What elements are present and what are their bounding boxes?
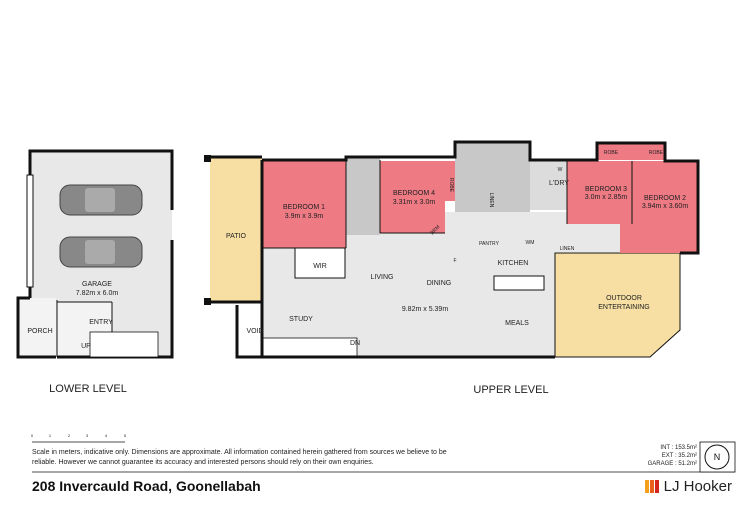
- robe-label: ROBE: [448, 178, 454, 193]
- entry-label: ENTRY: [89, 319, 113, 326]
- bedroom-4-dims: 3.31m x 3.0m: [393, 199, 436, 206]
- void-label: VOID: [246, 328, 263, 335]
- lower-level-plan: GARAGE 7.82m x 6.0m PORCH ENTRY UP LOWER…: [16, 149, 174, 395]
- scale-tick: 4: [105, 433, 108, 438]
- laundry-label: L'DRY: [549, 180, 569, 187]
- fridge-label: F: [453, 258, 456, 264]
- area-garage: GARAGE : 51.2m²: [647, 461, 697, 467]
- w-label: W: [558, 167, 563, 173]
- upper-level-title: UPPER LEVEL: [473, 384, 548, 396]
- bedroom-1: [262, 160, 346, 248]
- brand-logo: LJ Hooker: [644, 478, 732, 495]
- scale-tick: 1: [49, 433, 52, 438]
- scale-tick: 5: [124, 433, 127, 438]
- area-summary: INT : 153.5m² EXT : 35.2m² GARAGE : 51.2…: [648, 444, 697, 468]
- main-dims: 9.82m x 5.39m: [402, 306, 448, 313]
- car-icon: [59, 236, 143, 268]
- wir-label: WIR: [313, 263, 327, 270]
- logo-bars-icon: [644, 480, 659, 493]
- stairs-down: [261, 337, 358, 358]
- scale-bar: 0 1 2 3 4 5: [31, 433, 127, 443]
- patio-label: PATIO: [226, 233, 247, 240]
- bedroom-1-label: BEDROOM 1: [283, 204, 325, 211]
- linen-2-label: LINEN: [560, 246, 575, 252]
- wm-label: WM: [526, 240, 535, 246]
- bedroom-4-label: BEDROOM 4: [393, 190, 435, 197]
- garage-label: GARAGE: [82, 281, 112, 288]
- svg-text:N: N: [714, 452, 721, 462]
- upper-level-plan: PATIO BEDROOM 1 3.9m x 3.9m BEDROOM 4 3.…: [204, 140, 700, 396]
- up-label: UP: [81, 343, 91, 350]
- kitchen-label: KITCHEN: [498, 260, 529, 267]
- area-int: INT : 153.5m²: [660, 445, 697, 451]
- area-ext: EXT : 35.2m²: [661, 453, 697, 459]
- car-icon: [59, 184, 143, 216]
- stairs-up: [89, 331, 159, 358]
- robe-3-label: ROBE: [649, 150, 664, 156]
- brand-name: LJ Hooker: [663, 478, 732, 495]
- bedroom-2-label: BEDROOM 2: [644, 195, 686, 202]
- compass-icon: N: [699, 441, 736, 473]
- living-label: LIVING: [371, 274, 394, 281]
- bedroom-2: [620, 161, 698, 253]
- bedroom-4: [380, 161, 445, 233]
- scale-tick: 2: [68, 433, 71, 438]
- meals-label: MEALS: [505, 320, 529, 327]
- entertaining-label: ENTERTAINING: [598, 304, 649, 311]
- property-address: 208 Invercauld Road, Goonellabah: [32, 478, 261, 494]
- bedroom-3-label: BEDROOM 3: [585, 186, 627, 193]
- lower-level-title: LOWER LEVEL: [49, 383, 127, 395]
- dn-label: DN: [350, 340, 360, 347]
- outdoor-label: OUTDOOR: [606, 295, 642, 302]
- bedroom-3: [567, 161, 632, 224]
- bedroom-2-dims: 3.94m x 3.60m: [642, 203, 688, 210]
- pantry-label: PANTRY: [479, 241, 499, 247]
- bedroom-1-dims: 3.9m x 3.9m: [285, 213, 324, 220]
- robe-2-label: ROBE: [604, 150, 619, 156]
- porch-label: PORCH: [27, 328, 52, 335]
- dining-label: DINING: [427, 280, 452, 287]
- scale-tick: 3: [86, 433, 89, 438]
- bedroom-3-dims: 3.0m x 2.85m: [585, 194, 628, 201]
- linen-label: LINEN: [488, 193, 494, 208]
- garage-dims: 7.82m x 6.0m: [76, 290, 119, 297]
- disclaimer: Scale in meters, indicative only. Dimens…: [32, 449, 447, 466]
- scale-tick: 0: [31, 433, 34, 438]
- study-label: STUDY: [289, 316, 313, 323]
